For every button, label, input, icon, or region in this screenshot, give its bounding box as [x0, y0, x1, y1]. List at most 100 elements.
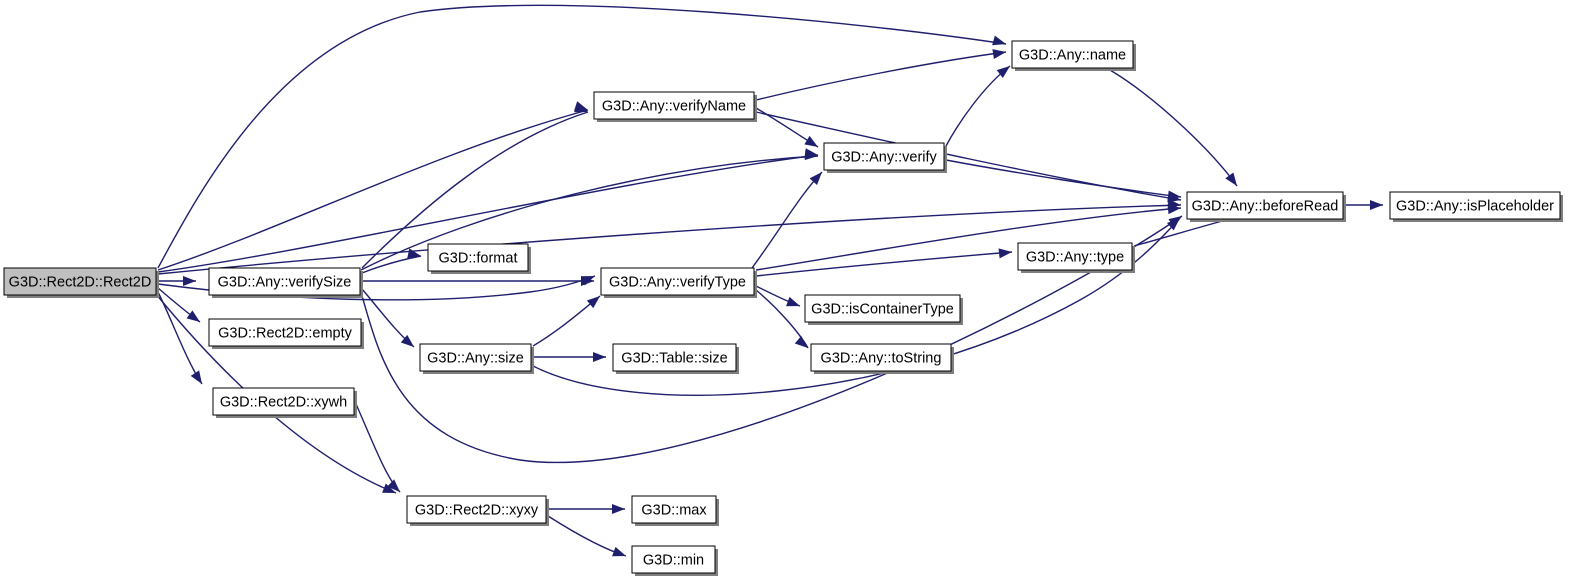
node-rect[interactable] [631, 545, 716, 574]
edge-verifyType-to-toString [755, 289, 809, 349]
graph-node-beforeRead[interactable]: G3D::Any::beforeRead [1186, 191, 1346, 222]
edge-verifySize-to-verifyType [362, 276, 594, 286]
edge-verify-to-beforeRead [945, 159, 1182, 201]
node-label-toString: G3D::Any::toString [821, 350, 942, 366]
arrow-head-icon [1166, 218, 1180, 231]
arrow-head-icon [998, 248, 1012, 259]
edge-verifySize-to-anySize [361, 288, 415, 348]
node-rect[interactable] [1389, 191, 1561, 220]
arrow-head-icon [574, 102, 588, 113]
graph-node-xyxy[interactable]: G3D::Rect2D::xyxy [406, 495, 549, 526]
node-rect[interactable] [212, 387, 355, 416]
graph-node-name[interactable]: G3D::Any::name [1011, 40, 1136, 71]
edge-beforeRead-to-isPlaceholder [1345, 200, 1383, 210]
node-label-verifyType: G3D::Any::verifyType [609, 274, 746, 290]
arrow-head-icon [387, 479, 400, 492]
node-label-isPlaceholder: G3D::Any::isPlaceholder [1396, 198, 1554, 214]
node-rect[interactable] [419, 343, 532, 372]
edge-verifyType-to-isContainerType [755, 285, 801, 307]
arrow-head-icon [382, 483, 396, 493]
edge-verifySize-to-format [361, 248, 422, 274]
node-label-isContainerType: G3D::isContainerType [811, 301, 954, 317]
edge-anySize-to-verifyType [532, 295, 601, 347]
node-rect[interactable] [823, 142, 945, 171]
edge-rect2d-to-name [157, 4, 1007, 269]
node-label-verify: G3D::Any::verify [831, 149, 937, 165]
graph-node-empty[interactable]: G3D::Rect2D::empty [208, 318, 364, 349]
arrow-head-icon [794, 335, 808, 348]
arrow-head-icon [1370, 200, 1383, 210]
node-rect[interactable] [1011, 40, 1134, 69]
node-label-beforeRead: G3D::Any::beforeRead [1192, 198, 1339, 214]
node-label-max: G3D::max [641, 502, 707, 518]
graph-node-rect2d[interactable]: G3D::Rect2D::Rect2D [3, 267, 159, 298]
edge-verifySize-to-verify [360, 150, 819, 271]
graph-node-xywh[interactable]: G3D::Rect2D::xywh [212, 387, 357, 418]
edge-rect2d-to-verifySize [158, 276, 196, 286]
node-label-verifySize: G3D::Any::verifySize [218, 274, 352, 290]
node-rect[interactable] [406, 495, 547, 524]
node-rect[interactable] [1186, 191, 1344, 220]
graph-node-isContainerType[interactable]: G3D::isContainerType [804, 294, 963, 325]
edge-verifyType-to-type [755, 248, 1013, 277]
node-label-min: G3D::min [643, 552, 704, 568]
graph-node-isPlaceholder[interactable]: G3D::Any::isPlaceholder [1389, 191, 1563, 222]
edge-verifySize-to-verifyName [361, 102, 589, 269]
edge-anySize-to-tableSize [533, 352, 606, 362]
node-label-name: G3D::Any::name [1019, 47, 1126, 63]
arrow-head-icon [581, 276, 594, 286]
node-rect[interactable] [600, 267, 755, 296]
node-rect[interactable] [810, 343, 952, 372]
edge-verify-to-name [945, 65, 1011, 147]
arrow-head-icon [1167, 190, 1181, 201]
node-rect[interactable] [804, 294, 961, 323]
edge-verifyName-to-name [755, 49, 1007, 101]
arrow-head-icon [183, 276, 196, 286]
arrow-head-icon [612, 504, 625, 514]
node-rect[interactable] [631, 495, 717, 524]
node-label-xywh: G3D::Rect2D::xywh [220, 394, 347, 410]
edge-verifyType-to-verify [751, 171, 823, 269]
node-rect[interactable] [208, 267, 361, 296]
node-rect[interactable] [593, 91, 755, 120]
arrow-head-icon [586, 296, 600, 309]
graph-node-verifyName[interactable]: G3D::Any::verifyName [593, 91, 757, 122]
arrow-head-icon [992, 35, 1006, 46]
graph-node-tableSize[interactable]: G3D::Table::size [612, 343, 739, 374]
graph-node-toString[interactable]: G3D::Any::toString [810, 343, 954, 374]
node-rect[interactable] [427, 243, 529, 272]
node-label-xyxy: G3D::Rect2D::xyxy [415, 502, 539, 518]
arrow-head-icon [996, 66, 1010, 78]
arrow-head-icon [804, 135, 818, 147]
graph-node-max[interactable]: G3D::max [631, 495, 719, 526]
graph-node-verify[interactable]: G3D::Any::verify [823, 142, 947, 173]
edge-rect2d-to-empty [157, 287, 201, 323]
node-rect[interactable] [612, 343, 737, 372]
node-label-format: G3D::format [439, 250, 518, 266]
node-label-type: G3D::Any::type [1026, 249, 1124, 265]
node-label-tableSize: G3D::Table::size [621, 350, 727, 366]
arrow-head-icon [400, 334, 414, 347]
graph-node-verifyType[interactable]: G3D::Any::verifyType [600, 267, 757, 298]
graph-node-min[interactable]: G3D::min [631, 545, 718, 576]
node-rect[interactable] [1017, 242, 1133, 271]
arrow-head-icon [186, 310, 200, 322]
edge-name-to-beforeRead [1109, 69, 1238, 187]
node-rect[interactable] [3, 267, 157, 296]
arrow-head-icon [1167, 204, 1181, 215]
edge-xyxy-to-max [548, 504, 625, 514]
graph-node-type[interactable]: G3D::Any::type [1017, 242, 1135, 273]
edge-verifyName-to-verify [755, 107, 819, 148]
graph-node-verifySize[interactable]: G3D::Any::verifySize [208, 267, 363, 298]
arrow-head-icon [992, 49, 1006, 59]
graph-node-anySize[interactable]: G3D::Any::size [419, 343, 534, 374]
graph-node-format[interactable]: G3D::format [427, 243, 531, 274]
edge-xyxy-to-min [547, 515, 627, 557]
node-label-verifyName: G3D::Any::verifyName [602, 98, 746, 114]
node-rect[interactable] [208, 318, 362, 347]
node-label-rect2d: G3D::Rect2D::Rect2D [9, 274, 152, 290]
arrow-head-icon [612, 546, 626, 557]
arrow-head-icon [809, 172, 822, 186]
